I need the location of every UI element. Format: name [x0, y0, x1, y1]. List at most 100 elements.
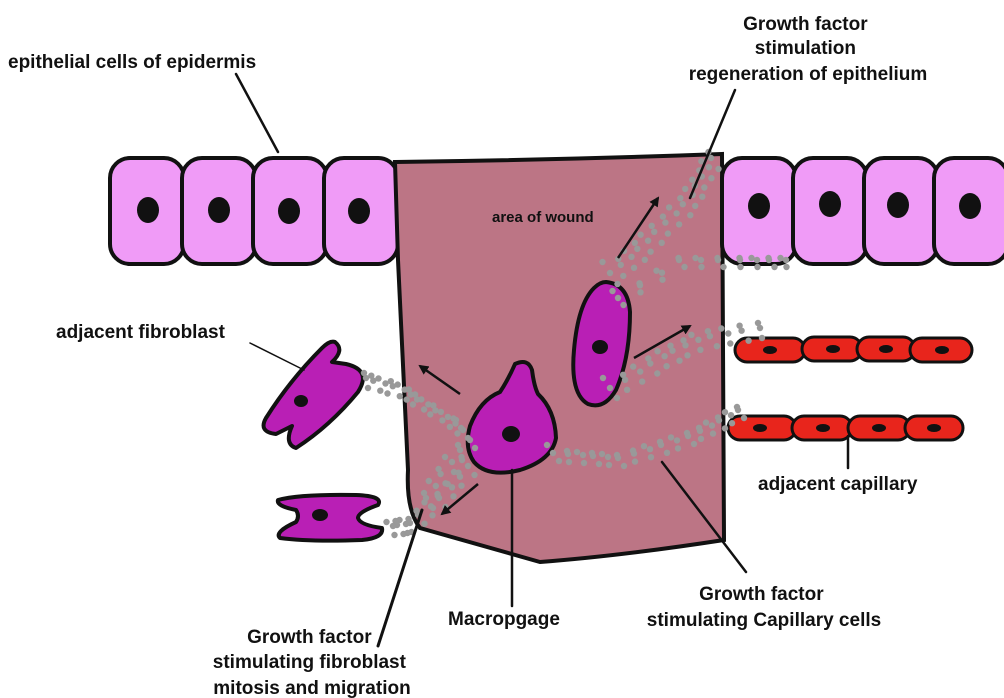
growth-factor-dot — [645, 238, 651, 244]
growth-factor-dot — [425, 401, 431, 407]
growth-factor-dot — [757, 325, 763, 331]
label-epithelial: epithelial cells of epidermis — [8, 52, 256, 73]
growth-factor-dot — [720, 264, 726, 270]
growth-factor-dot — [365, 385, 371, 391]
growth-factor-dot — [442, 454, 448, 460]
growth-factor-dot — [459, 457, 465, 463]
growth-factor-dot — [550, 450, 556, 456]
growth-factor-dot — [433, 483, 439, 489]
growth-factor-dot — [590, 453, 596, 459]
growth-factor-dot — [445, 414, 451, 420]
growth-factor-dot — [472, 445, 478, 451]
growth-factor-dot — [698, 257, 704, 263]
growth-factor-dot — [685, 433, 691, 439]
growth-factor-dot — [729, 420, 735, 426]
growth-factor-dot — [630, 363, 636, 369]
label-macrophage: Macropgage — [448, 609, 560, 630]
growth-factor-dot — [631, 265, 637, 271]
growth-factor-dot — [421, 406, 427, 412]
growth-factor-dot — [439, 417, 445, 423]
growth-factor-dot — [663, 363, 669, 369]
label-growth-cap-line: Growth factor — [699, 584, 824, 605]
growth-factor-dot — [668, 434, 674, 440]
growth-factor-dot — [607, 270, 613, 276]
growth-factor-dot — [754, 257, 760, 263]
growth-factor-dot — [403, 521, 409, 527]
growth-factor-dot — [618, 262, 624, 268]
growth-factor-dot — [783, 257, 789, 263]
growth-factor-dot — [737, 257, 743, 263]
label-growth-fib-line: mitosis and migration — [213, 678, 410, 698]
growth-factor-dot — [691, 441, 697, 447]
growth-factor-dot — [727, 340, 733, 346]
growth-factor-dot — [556, 458, 562, 464]
epithelial-cell — [324, 158, 398, 264]
epithelial-cell — [722, 158, 796, 264]
growth-factor-dot — [599, 451, 605, 457]
growth-factor-dot — [605, 454, 611, 460]
leader-epithelial — [236, 74, 278, 152]
growth-factor-dot — [738, 328, 744, 334]
growth-factor-dot — [449, 459, 455, 465]
growth-factor-dot — [718, 325, 724, 331]
growth-factor-dot — [659, 277, 665, 283]
growth-factor-dot — [647, 446, 653, 452]
growth-factor-dot — [697, 428, 703, 434]
growth-factor-dot — [457, 474, 463, 480]
growth-factor-dot — [658, 442, 664, 448]
growth-factor-dot — [429, 512, 435, 518]
growth-factor-dot — [725, 330, 731, 336]
leader-fibroblast — [250, 343, 304, 370]
label-growth-cap-line: stimulating Capillary cells — [647, 610, 881, 631]
growth-factor-dot — [391, 532, 397, 538]
label-growth-fib-line: stimulating fibroblast — [213, 652, 407, 673]
epithelial-cell — [934, 158, 1004, 264]
growth-factor-dot — [450, 493, 456, 499]
growth-factor-dot — [689, 177, 695, 183]
growth-factor-dot — [615, 455, 621, 461]
growth-factor-dot — [707, 333, 713, 339]
growth-factor-dot — [710, 430, 716, 436]
growth-factor-dot — [698, 264, 704, 270]
growth-factor-dot — [437, 471, 443, 477]
growth-factor-dot — [423, 495, 429, 501]
label-growth-cap: Growth factor stimulating Capillary cell… — [647, 584, 881, 631]
growth-factor-dot — [606, 462, 612, 468]
growth-factor-dot — [664, 450, 670, 456]
growth-factor-dot — [659, 240, 665, 246]
growth-factor-dot — [716, 417, 722, 423]
growth-factor-dot — [748, 255, 754, 261]
growth-factor-dot — [676, 358, 682, 364]
growth-factor-dot — [465, 435, 471, 441]
growth-factor-dot — [680, 201, 686, 207]
growth-factor-dot — [414, 396, 420, 402]
growth-factor-dot — [452, 420, 458, 426]
growth-factor-dot — [600, 375, 606, 381]
growth-factor-dot — [735, 407, 741, 413]
epithelial-cell — [253, 158, 327, 264]
label-capillary: adjacent capillary — [758, 474, 918, 495]
label-fibroblast: adjacent fibroblast — [56, 322, 226, 343]
growth-factor-dot — [682, 186, 688, 192]
growth-factor-dot — [722, 425, 728, 431]
epidermis-left-cells — [110, 158, 398, 264]
growth-factor-dot — [620, 273, 626, 279]
growth-factor-dot — [410, 401, 416, 407]
growth-factor-dot — [637, 282, 643, 288]
growth-factor-dot — [699, 194, 705, 200]
growth-factor-dot — [566, 459, 572, 465]
growth-factor-dot — [457, 447, 463, 453]
growth-factor-dot — [647, 360, 653, 366]
growth-factor-dot — [675, 445, 681, 451]
growth-factor-dot — [599, 259, 605, 265]
growth-factor-dot — [777, 255, 783, 261]
growth-factor-dot — [408, 391, 414, 397]
growth-factor-dot — [631, 450, 637, 456]
growth-factor-dot — [687, 212, 693, 218]
growth-factor-dot — [708, 175, 714, 181]
growth-factor-dot — [783, 264, 789, 270]
epithelial-cell — [110, 158, 184, 264]
growth-factor-dot — [701, 184, 707, 190]
growth-factor-dot — [404, 396, 410, 402]
